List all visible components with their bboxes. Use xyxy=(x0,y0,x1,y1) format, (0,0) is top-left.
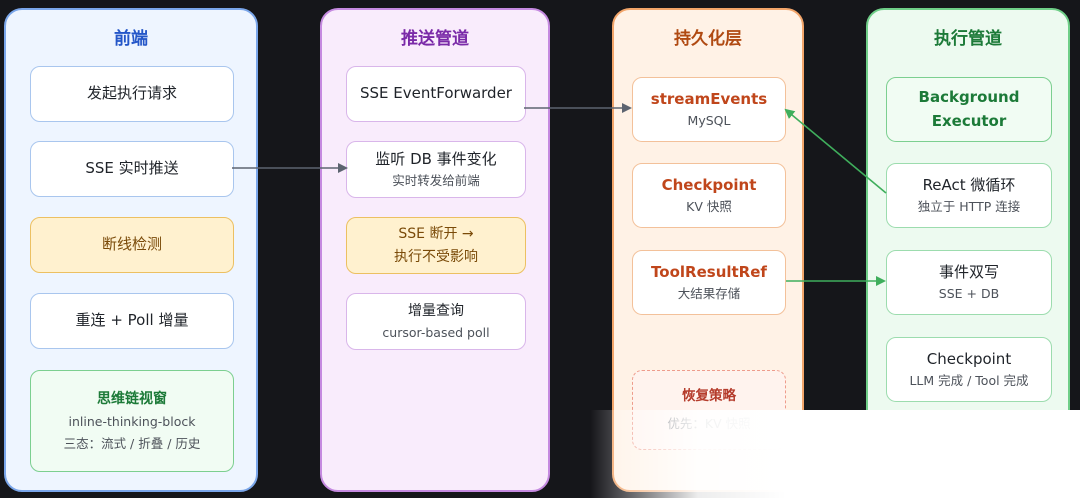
tool-result-ref-box[interactable]: ToolResultRef 大结果存储 xyxy=(632,250,786,315)
persist-title: 持久化层 xyxy=(674,29,742,49)
exec-checkpoint-sub: LLM 完成 / Tool 完成 xyxy=(909,373,1029,389)
sse-disconnect-sub: 执行不受影响 xyxy=(394,248,478,265)
checkpoint-sub: KV 快照 xyxy=(686,199,732,215)
disconnect-detect-box[interactable]: 断线检测 xyxy=(30,217,234,273)
listen-box[interactable]: 监听 DB 事件变化 实时转发给前端 xyxy=(346,141,526,198)
thinking-window-sub2: 三态：流式 / 折叠 / 历史 xyxy=(63,436,201,452)
dual-write-box[interactable]: 事件双写 SSE + DB xyxy=(886,250,1052,315)
connector-react-to-stream xyxy=(784,108,887,194)
push-column: 推送管道 SSE EventForwarder 监听 DB 事件变化 实时转发给… xyxy=(320,8,550,492)
incremental-query-title: 增量查询 xyxy=(408,303,464,320)
forwarder-label: SSE EventForwarder xyxy=(360,84,512,103)
stream-events-sub: MySQL xyxy=(687,113,731,129)
reconnect-box[interactable]: 重连 + Poll 增量 xyxy=(30,293,234,349)
listen-sub: 实时转发给前端 xyxy=(392,173,480,189)
push-title: 推送管道 xyxy=(401,29,469,49)
incremental-query-box[interactable]: 增量查询 cursor-based poll xyxy=(346,293,526,350)
background-executor-line2: Executor xyxy=(931,111,1007,130)
frontend-title: 前端 xyxy=(114,29,148,49)
incremental-query-sub: cursor-based poll xyxy=(382,324,490,340)
sse-push-box[interactable]: SSE 实时推送 xyxy=(30,141,234,197)
recovery-strategy-title: 恢复策略 xyxy=(682,388,736,405)
frontend-column: 前端 发起执行请求 SSE 实时推送 断线检测 重连 + Poll 增量 思维链… xyxy=(4,8,258,492)
tool-result-ref-sub: 大结果存储 xyxy=(677,286,741,302)
thinking-window-sub1: inline-thinking-block xyxy=(68,414,196,430)
sse-push-label: SSE 实时推送 xyxy=(85,159,179,178)
background-executor-line1: Background xyxy=(918,87,1020,106)
request-box[interactable]: 发起执行请求 xyxy=(30,66,234,122)
thinking-window-title: 思维链视窗 xyxy=(97,390,167,407)
dual-write-sub: SSE + DB xyxy=(938,286,1000,302)
checkpoint-title: Checkpoint xyxy=(661,175,757,194)
thinking-window-box[interactable]: 思维链视窗 inline-thinking-block 三态：流式 / 折叠 /… xyxy=(30,370,234,472)
dual-write-title: 事件双写 xyxy=(938,262,999,281)
listen-title: 监听 DB 事件变化 xyxy=(375,149,497,168)
tool-result-ref-title: ToolResultRef xyxy=(651,262,767,281)
react-loop-box[interactable]: ReAct 微循环 独立于 HTTP 连接 xyxy=(886,163,1052,228)
react-loop-title: ReAct 微循环 xyxy=(922,175,1016,194)
reconnect-label: 重连 + Poll 增量 xyxy=(75,311,189,330)
exec-checkpoint-title: Checkpoint xyxy=(926,349,1012,368)
disconnect-detect-label: 断线检测 xyxy=(101,235,162,254)
stream-events-title: streamEvents xyxy=(650,89,768,108)
request-label: 发起执行请求 xyxy=(86,84,177,103)
stream-events-box[interactable]: streamEvents MySQL xyxy=(632,77,786,142)
background-executor-box[interactable]: Background Executor xyxy=(886,77,1052,142)
react-loop-sub: 独立于 HTTP 连接 xyxy=(917,199,1021,215)
sse-disconnect-box[interactable]: SSE 断开 → 执行不受影响 xyxy=(346,217,526,274)
exec-checkpoint-box[interactable]: Checkpoint LLM 完成 / Tool 完成 xyxy=(886,337,1052,402)
sse-disconnect-title: SSE 断开 → xyxy=(398,226,474,243)
forwarder-box[interactable]: SSE EventForwarder xyxy=(346,66,526,122)
checkpoint-box[interactable]: Checkpoint KV 快照 xyxy=(632,163,786,228)
exec-title: 执行管道 xyxy=(934,29,1002,49)
